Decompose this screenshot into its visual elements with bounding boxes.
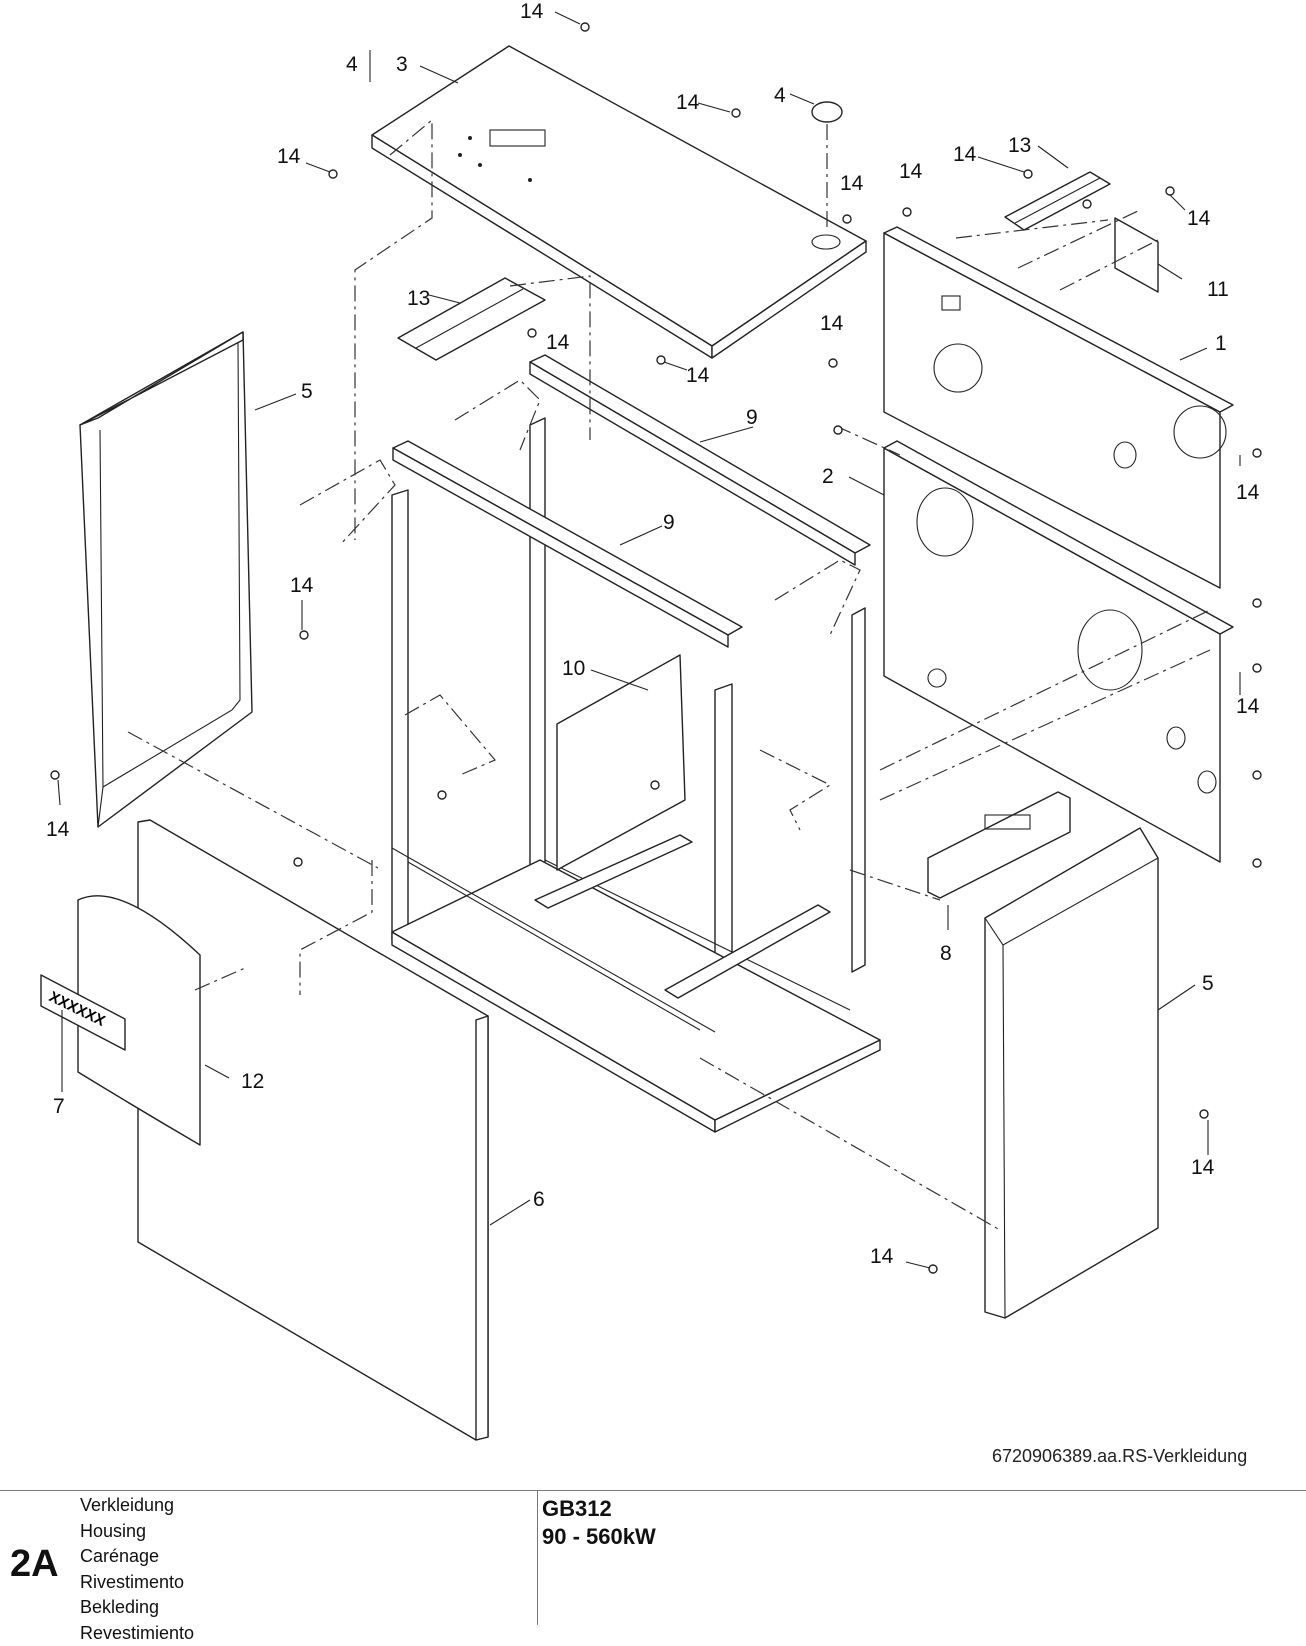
callout-14: 14 bbox=[277, 145, 301, 168]
exploded-housing-diagram: XXXXXX bbox=[0, 0, 1306, 1480]
lower-cross-rail-part bbox=[393, 441, 742, 647]
callout-1: 1 bbox=[1215, 332, 1227, 355]
inner-panel-part bbox=[557, 655, 685, 870]
callout-14: 14 bbox=[290, 574, 314, 597]
title-fr: Carénage bbox=[80, 1544, 194, 1570]
callout-14: 14 bbox=[546, 331, 570, 354]
cap-part bbox=[812, 102, 842, 232]
title-es: Revestimiento bbox=[80, 1621, 194, 1646]
callout-14: 14 bbox=[520, 0, 544, 23]
callout-9: 9 bbox=[746, 406, 758, 429]
callout-14: 14 bbox=[953, 143, 977, 166]
callout-13: 13 bbox=[1008, 134, 1031, 157]
section-code: 2A bbox=[10, 1543, 59, 1586]
title-it: Rivestimento bbox=[80, 1570, 194, 1596]
title-nl: Bekleding bbox=[80, 1595, 194, 1621]
callout-11: 11 bbox=[1207, 278, 1229, 301]
callout-14: 14 bbox=[1187, 207, 1211, 230]
callout-8: 8 bbox=[940, 942, 952, 965]
right-side-panel-part bbox=[985, 828, 1158, 1318]
callout-6: 6 bbox=[533, 1188, 545, 1211]
power-range: 90 - 560kW bbox=[542, 1523, 656, 1551]
callout-9: 9 bbox=[663, 511, 675, 534]
model-name: GB312 bbox=[542, 1495, 656, 1523]
callout-14: 14 bbox=[899, 160, 923, 183]
callout-2: 2 bbox=[822, 465, 834, 488]
callout-14: 14 bbox=[1191, 1156, 1215, 1179]
callout-7: 7 bbox=[53, 1095, 65, 1118]
model-block: GB312 90 - 560kW bbox=[542, 1495, 656, 1551]
callout-14: 14 bbox=[46, 818, 70, 841]
section-titles: Verkleidung Housing Carénage Rivestiment… bbox=[80, 1493, 194, 1646]
callout-4: 4 bbox=[346, 53, 358, 76]
callout-14: 14 bbox=[870, 1245, 894, 1268]
callout-3: 3 bbox=[396, 53, 408, 76]
callout-10: 10 bbox=[562, 657, 585, 680]
callout-14: 14 bbox=[686, 364, 710, 387]
callout-5: 5 bbox=[1202, 972, 1214, 995]
footer-divider bbox=[537, 1491, 538, 1625]
title-de: Verkleidung bbox=[80, 1493, 194, 1519]
document-reference: 6720906389.aa.RS-Verkleidung bbox=[992, 1446, 1247, 1467]
callout-12: 12 bbox=[241, 1070, 264, 1093]
callout-14: 14 bbox=[1236, 695, 1260, 718]
callout-14: 14 bbox=[840, 172, 864, 195]
small-plate-part bbox=[1115, 218, 1158, 292]
callout-13: 13 bbox=[407, 287, 430, 310]
title-en: Housing bbox=[80, 1519, 194, 1545]
callout-14: 14 bbox=[676, 91, 700, 114]
callout-4: 4 bbox=[774, 84, 786, 107]
footer-title-block: 2A Verkleidung Housing Carénage Rivestim… bbox=[0, 1490, 1306, 1625]
callout-14: 14 bbox=[1236, 481, 1260, 504]
callout-5: 5 bbox=[301, 380, 313, 403]
callout-14: 14 bbox=[820, 312, 844, 335]
